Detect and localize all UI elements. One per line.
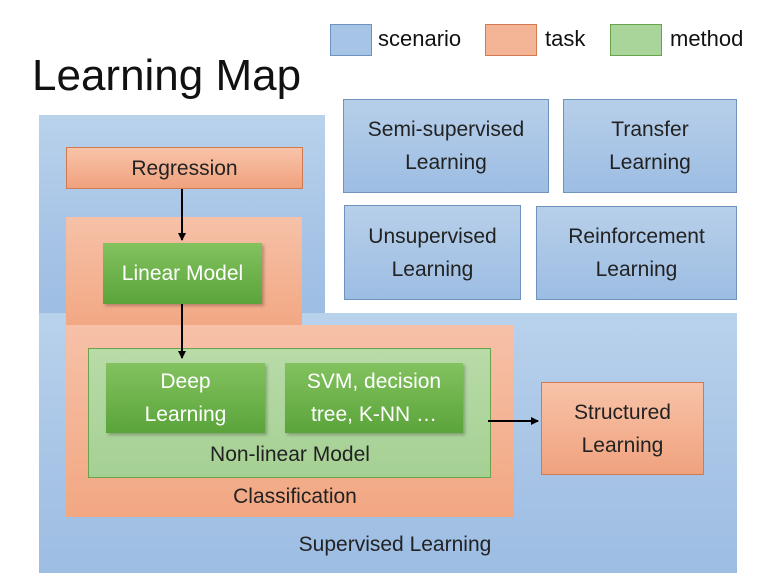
supervised-learning-label: Supervised Learning: [298, 533, 492, 556]
structured-learning-box: Structured Learning: [541, 382, 704, 475]
classification-label: Classification: [233, 485, 357, 508]
legend: scenario task method: [330, 22, 760, 60]
unsupervised-learning-box: Unsupervised Learning: [344, 205, 521, 300]
deep-learning-label: Deep Learning: [144, 370, 227, 426]
legend-swatch-scenario: [330, 24, 372, 56]
semi-supervised-learning-box: Semi-supervised Learning: [343, 99, 549, 193]
structured-learning-label: Structured Learning: [574, 400, 671, 457]
transfer-learning-box: Transfer Learning: [563, 99, 737, 193]
non-linear-model-label: Non-linear Model: [210, 443, 370, 466]
legend-label-task: task: [545, 26, 586, 51]
semi-supervised-learning-label: Semi-supervised Learning: [367, 118, 525, 174]
transfer-learning-label: Transfer Learning: [609, 118, 691, 174]
linear-model-box: Linear Model: [103, 243, 262, 304]
legend-swatch-task: [485, 24, 537, 56]
page-title: Learning Map: [32, 51, 302, 100]
svm-decision-tree-knn-box: SVM, decision tree, K-NN …: [285, 363, 463, 433]
reinforcement-learning-box: Reinforcement Learning: [536, 206, 737, 300]
legend-label-scenario: scenario: [378, 26, 462, 51]
unsupervised-learning-label: Unsupervised Learning: [368, 224, 497, 281]
linear-model-label: Linear Model: [121, 262, 244, 285]
reinforcement-learning-label: Reinforcement Learning: [568, 225, 705, 281]
regression-label: Regression: [131, 156, 238, 180]
legend-label-method: method: [670, 26, 744, 51]
deep-learning-box: Deep Learning: [106, 363, 265, 433]
regression-box: Regression: [66, 147, 303, 189]
legend-swatch-method: [610, 24, 662, 56]
svm-decision-tree-knn-label: SVM, decision tree, K-NN …: [306, 370, 442, 426]
